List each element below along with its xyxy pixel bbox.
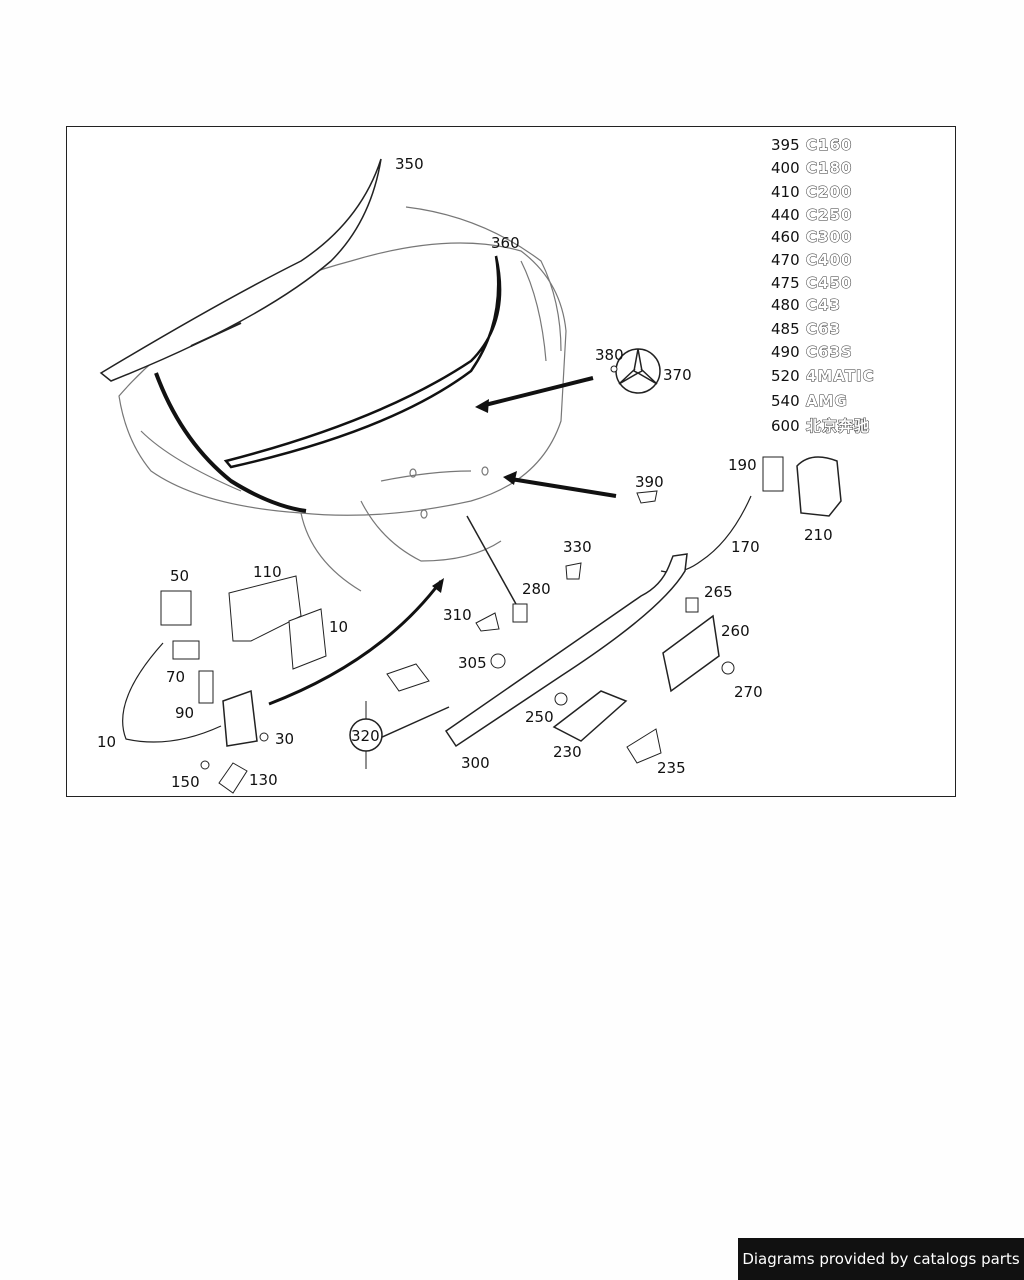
callout-10-a: 10 — [329, 618, 348, 636]
part-280-connector — [512, 603, 528, 623]
part-30-screw — [259, 732, 269, 742]
part-265-nut — [685, 597, 699, 613]
callout-330: 330 — [563, 538, 592, 556]
arrowhead-1 — [475, 399, 489, 413]
arrow-star-to-trunk — [480, 376, 594, 408]
part-350-spoiler — [99, 158, 382, 382]
badge-number: 520 — [771, 367, 800, 385]
part-210-cover — [796, 456, 842, 517]
part-50-switch — [160, 590, 192, 626]
part-235-connector — [626, 728, 662, 764]
badge-emblem: C180 — [806, 159, 852, 177]
callout-70: 70 — [166, 668, 185, 686]
callout-270: 270 — [734, 683, 763, 701]
callout-300: 300 — [461, 754, 490, 772]
badge-number: 540 — [771, 392, 800, 410]
callout-10-b: 10 — [97, 733, 116, 751]
callout-110: 110 — [253, 563, 282, 581]
part-110-cover — [228, 575, 302, 642]
callout-170: 170 — [731, 538, 760, 556]
callout-130: 130 — [249, 771, 278, 789]
part-305-clip — [490, 653, 506, 669]
callout-360: 360 — [491, 234, 520, 252]
arrow-grommet-to-trunk — [510, 477, 617, 498]
callout-305: 305 — [458, 654, 487, 672]
badge-emblem: C43 — [806, 296, 841, 314]
part-130-handle — [218, 762, 248, 794]
part-350-spoiler-groove — [190, 322, 242, 347]
badge-emblem: C63S — [806, 343, 853, 361]
callout-90: 90 — [175, 704, 194, 722]
badge-emblem: C63 — [806, 320, 841, 338]
part-70-bracket — [172, 640, 200, 660]
callout-265: 265 — [704, 583, 733, 601]
badge-number: 600 — [771, 417, 800, 435]
badge-number: 410 — [771, 183, 800, 201]
callout-150: 150 — [171, 773, 200, 791]
arrow-latch-to-body — [268, 580, 443, 706]
part-330-clip — [565, 562, 582, 580]
part-10-latch-a — [288, 608, 327, 670]
part-360-trim-strip — [223, 255, 502, 469]
callout-30: 30 — [275, 730, 294, 748]
badge-emblem: 北京奔驰 — [806, 417, 870, 435]
part-190-actuator — [762, 456, 784, 492]
part-230-camera — [552, 690, 628, 742]
part-90-buffer — [198, 670, 214, 704]
badge-emblem: C450 — [806, 274, 852, 292]
callout-370: 370 — [663, 366, 692, 384]
badge-number: 400 — [771, 159, 800, 177]
badge-emblem: AMG — [806, 392, 848, 410]
part-380-clip — [610, 365, 618, 373]
part-270-screw — [721, 661, 735, 675]
callout-350: 350 — [395, 155, 424, 173]
callout-210: 210 — [804, 526, 833, 544]
callout-380: 380 — [595, 346, 624, 364]
badge-number: 470 — [771, 251, 800, 269]
callout-310: 310 — [443, 606, 472, 624]
footer-credit-text: Diagrams provided by catalogs parts — [742, 1250, 1020, 1268]
callout-320: 320 — [351, 727, 380, 745]
exploded-parts-diagram: 350 360 380 370 390 190 210 170 330 280 … — [97, 136, 875, 794]
badge-number: 485 — [771, 320, 800, 338]
part-320-circle — [349, 718, 383, 752]
badge-emblem: C200 — [806, 183, 852, 201]
part-310-clip — [475, 612, 500, 632]
callout-390: 390 — [635, 473, 664, 491]
part-300-handle-panel — [444, 553, 688, 748]
part-10-cable — [122, 642, 222, 743]
part-260-plate-holder — [662, 614, 720, 693]
callout-280: 280 — [522, 580, 551, 598]
badge-emblem: C400 — [806, 251, 852, 269]
arrowhead-3 — [432, 578, 444, 593]
badge-number: 460 — [771, 228, 800, 246]
badge-emblem: C300 — [806, 228, 852, 246]
badge-number: 480 — [771, 296, 800, 314]
badge-list: 395 C160 400 C180 410 C200 440 C250 460 … — [771, 136, 875, 436]
diagram-frame: 350 360 380 370 390 190 210 170 330 280 … — [66, 126, 956, 797]
arrowhead-2 — [503, 471, 517, 485]
footer-credit-badge: Diagrams provided by catalogs parts — [738, 1238, 1024, 1280]
badge-emblem: C250 — [806, 206, 852, 224]
part-10-latch-b — [222, 689, 258, 747]
badge-number: 395 — [771, 136, 800, 154]
part-390-grommet — [636, 490, 658, 504]
callout-250: 250 — [525, 708, 554, 726]
part-250-grommet — [554, 692, 568, 706]
badge-emblem: 4MATIC — [806, 367, 875, 385]
seal-strip — [154, 372, 307, 513]
badge-number: 440 — [771, 206, 800, 224]
part-320-pad — [386, 663, 430, 692]
part-150-screw — [200, 760, 210, 770]
part-280-cable — [466, 515, 522, 614]
badge-number: 475 — [771, 274, 800, 292]
callout-235: 235 — [657, 759, 686, 777]
callout-230: 230 — [553, 743, 582, 761]
badge-emblem: C160 — [806, 136, 852, 154]
car-rear-body — [118, 206, 567, 592]
callout-260: 260 — [721, 622, 750, 640]
badge-number: 490 — [771, 343, 800, 361]
callout-50: 50 — [170, 567, 189, 585]
callout-190: 190 — [728, 456, 757, 474]
